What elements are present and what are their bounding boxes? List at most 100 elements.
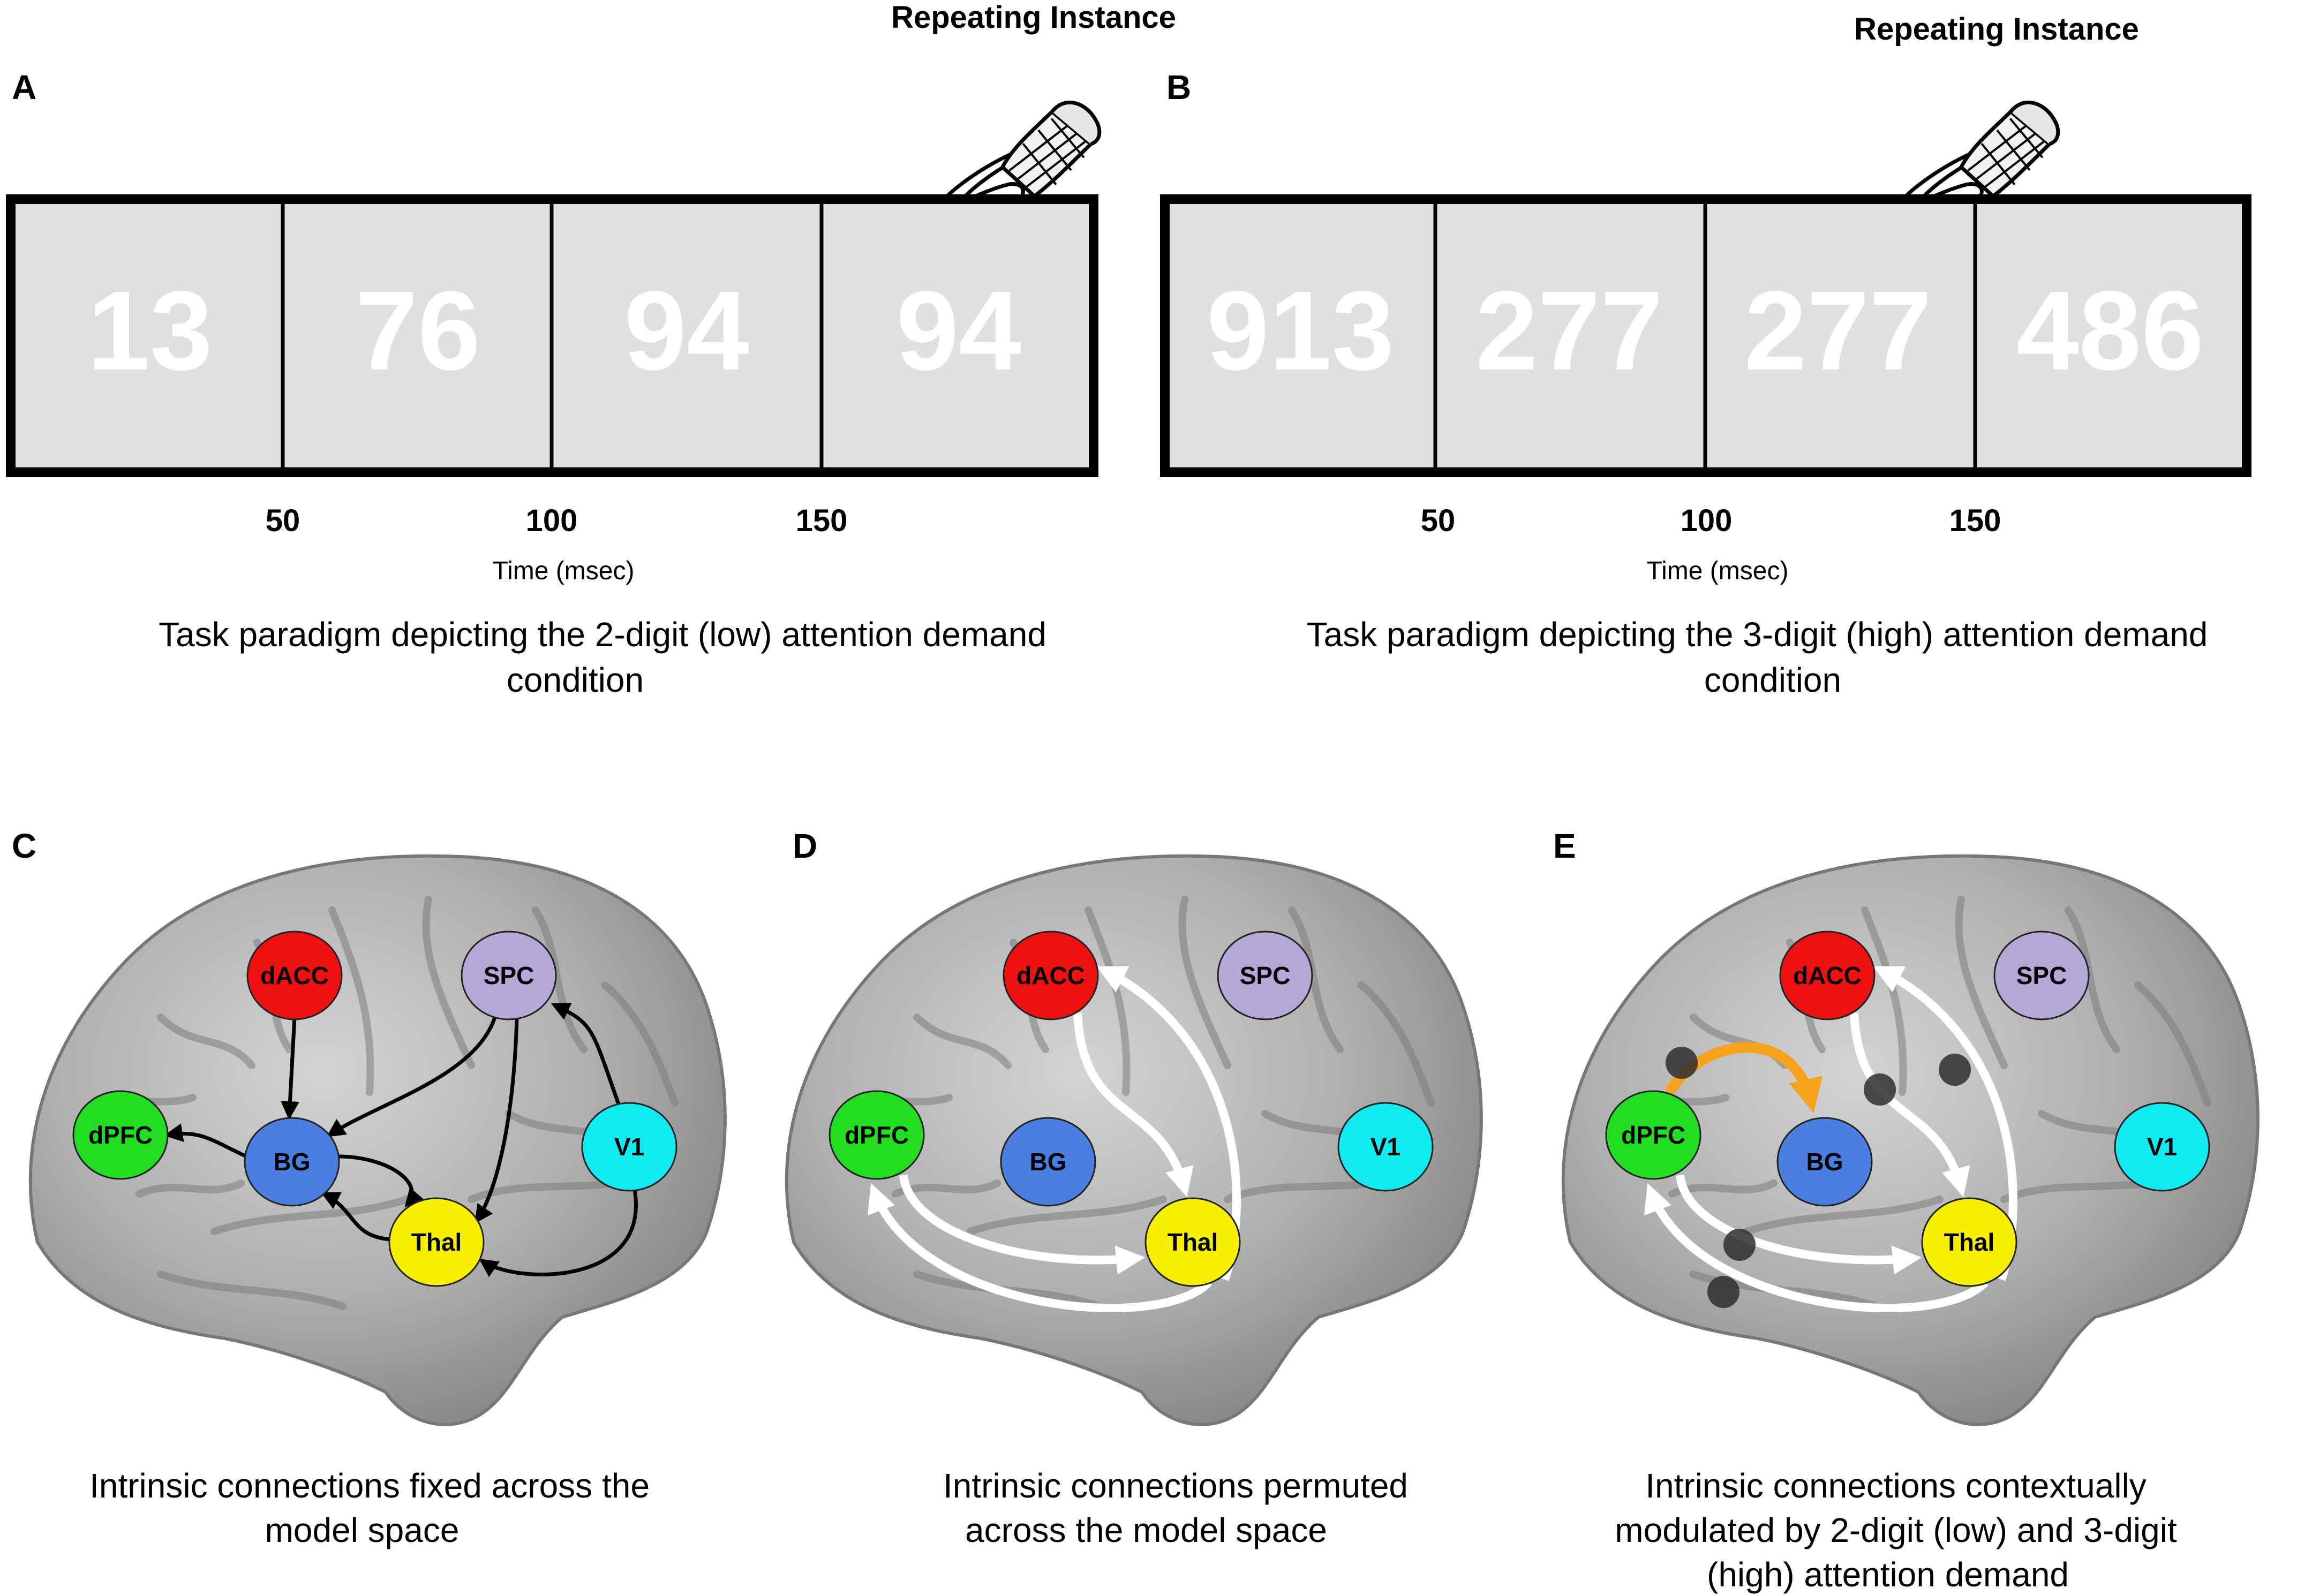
brain-sulcus [135, 1179, 245, 1198]
region-node-spc: SPC [1993, 931, 2090, 1020]
connection-dacc-to-bg [281, 1017, 299, 1120]
connection-spc-to-bg [326, 1015, 498, 1137]
caption-c-line2: model space [265, 1511, 460, 1549]
connection-dacc-to-thal [1850, 1012, 1970, 1197]
panel-label-b: B [1166, 68, 1191, 107]
brain-sulcus [210, 1196, 411, 1235]
region-node-bg: BG [244, 1117, 340, 1207]
brain-sulcus [157, 1270, 347, 1310]
region-label: dACC [1793, 962, 1862, 989]
region-node-dpfc: dPFC [1605, 1090, 1701, 1180]
region-node-circle [388, 1197, 485, 1287]
time-tick-label: 100 [526, 503, 578, 538]
panel-b: B Repeating Instance 913 277 277 486 50 … [1160, 12, 2251, 699]
region-node-v1: V1 [2114, 1102, 2210, 1192]
caption-c-line1: Intrinsic connections fixed across the [89, 1466, 650, 1505]
caption-b-line1: Task paradigm depicting the 3-digit (hig… [1307, 615, 2208, 654]
caption-a-line1: Task paradigm depicting the 2-digit (low… [159, 615, 1046, 654]
region-node-dacc: dACC [1779, 931, 1876, 1020]
panel-label-e: E [1553, 827, 1576, 865]
connection-spc-to-thal [475, 1017, 519, 1224]
brain-sulcus [1861, 906, 1907, 1096]
panel-label-a: A [12, 68, 36, 107]
panel-label-c: C [12, 827, 36, 865]
region-node-dacc: dACC [1003, 931, 1099, 1020]
stimulus-sequence-a: 13 76 94 94 [6, 194, 1098, 477]
region-node-thal: Thal [1144, 1197, 1241, 1287]
region-node-thal: Thal [388, 1197, 485, 1287]
brain-sulcus [1085, 906, 1131, 1096]
brain-sulcus [2134, 981, 2211, 1107]
modulation-marker [1864, 1073, 1896, 1106]
region-node-circle [1144, 1197, 1241, 1287]
region-label: SPC [484, 962, 534, 989]
region-node-dpfc: dPFC [72, 1090, 169, 1180]
brain-render [28, 854, 727, 1426]
caption-d-line2: across the model space [965, 1511, 1327, 1549]
brain-sulcus [1743, 1196, 1944, 1235]
stimulus-number: 94 [896, 268, 1021, 394]
region-node-circle [1921, 1197, 2017, 1287]
modulation-marker [1707, 1276, 1739, 1308]
stimulus-number: 913 [1207, 268, 1394, 394]
region-node-circle [1993, 931, 2090, 1020]
brain-sulcus [2065, 906, 2120, 1053]
repeating-instance-label-a: Repeating Instance [891, 0, 1176, 35]
connection-bg-to-thal [337, 1154, 424, 1208]
connection-dacc-to-thal [1073, 1012, 1194, 1197]
region-label: BG [274, 1148, 311, 1176]
region-node-circle [1779, 931, 1876, 1020]
region-node-spc: SPC [1217, 931, 1313, 1020]
connection-v1-to-thal [479, 1189, 638, 1277]
region-node-bg: BG [1776, 1117, 1873, 1207]
region-nodes: dACC SPC dPFC BG Thal V1 [72, 931, 677, 1287]
connection-thal-to-dpfc [1644, 1183, 1989, 1313]
panel-a: A Repeating Instance 13 76 94 94 50 100 … [6, 0, 1176, 699]
region-label: SPC [2016, 962, 2067, 989]
brain-sulcus [1178, 896, 1231, 1069]
region-node-circle [244, 1117, 340, 1207]
region-node-circle [581, 1102, 677, 1192]
stimulus-number: 76 [355, 268, 480, 394]
caption-e-line2: modulated by 2-digit (low) and 3-digit [1615, 1511, 2177, 1549]
connection-dpfc-to-thal [1676, 1174, 1922, 1275]
region-label: Thal [1168, 1228, 1218, 1256]
time-tick-label: 150 [796, 503, 848, 538]
region-node-spc: SPC [461, 931, 557, 1020]
stimulus-number: 486 [2016, 268, 2204, 394]
time-tick-label: 150 [1949, 503, 2001, 538]
region-node-circle [1776, 1117, 1873, 1207]
caption-b-line2: condition [1704, 661, 1841, 699]
region-node-circle [72, 1090, 169, 1180]
brain-sulcus [1955, 896, 2008, 1069]
region-node-circle [1003, 931, 1099, 1020]
connection-bg-to-dpfc [164, 1123, 247, 1159]
time-axis-label-a: Time (msec) [493, 557, 635, 585]
caption-e-line1: Intrinsic connections contextually [1645, 1466, 2147, 1505]
region-node-circle [1000, 1117, 1096, 1207]
brain-sulcus [328, 906, 374, 1096]
region-label: Thal [1944, 1228, 1995, 1256]
region-label: dPFC [88, 1121, 153, 1149]
brain-sulcus [601, 981, 679, 1107]
brain-sulcus [913, 1013, 1012, 1069]
connection-v1-to-spc [551, 1002, 621, 1105]
brain-sulcus [157, 1013, 255, 1069]
time-tick-label: 50 [266, 503, 300, 538]
region-node-v1: V1 [1337, 1102, 1434, 1192]
region-label: dPFC [845, 1121, 909, 1149]
region-node-thal: Thal [1921, 1197, 2017, 1287]
region-node-dacc: dACC [246, 931, 343, 1020]
region-label: V1 [2147, 1133, 2177, 1161]
stimulus-number: 94 [624, 268, 749, 394]
region-nodes: dACC SPC dPFC BG Thal V1 [1605, 931, 2210, 1287]
region-label: dACC [260, 962, 329, 989]
time-axis-label-b: Time (msec) [1647, 557, 1789, 585]
region-label: V1 [614, 1133, 644, 1161]
brain-sulcus [967, 1196, 1167, 1235]
